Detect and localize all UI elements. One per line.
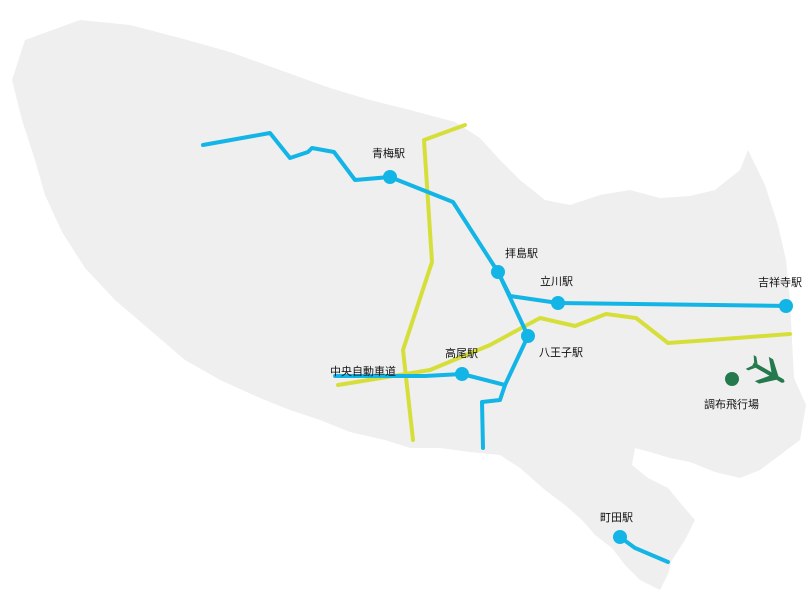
station-takao-label: 高尾駅 xyxy=(445,346,478,360)
airport-label: 調布飛行場 xyxy=(704,397,759,411)
station-hachioji-label: 八王子駅 xyxy=(539,346,583,359)
land-area xyxy=(12,20,806,590)
station-tachikawa-marker[interactable] xyxy=(551,296,565,310)
station-ome-marker[interactable] xyxy=(383,170,397,184)
highway-label: 中央自動車道 xyxy=(330,364,396,378)
station-haijima-label: 拝島駅 xyxy=(505,246,538,260)
station-hachioji-marker[interactable] xyxy=(521,329,535,343)
station-haijima-marker[interactable] xyxy=(491,265,505,279)
station-tachikawa-label: 立川駅 xyxy=(540,274,573,288)
station-kichijoji-label: 吉祥寺駅 xyxy=(758,275,802,289)
station-machida-label: 町田駅 xyxy=(600,511,633,524)
station-ome-label: 青梅駅 xyxy=(372,146,405,160)
stations xyxy=(383,170,793,544)
airport-marker[interactable] xyxy=(725,372,739,386)
station-takao-marker[interactable] xyxy=(455,367,469,381)
station-machida-marker[interactable] xyxy=(613,530,627,544)
station-kichijoji-marker[interactable] xyxy=(779,299,793,313)
highway-chuo xyxy=(336,123,792,442)
airplane-icon xyxy=(745,355,785,384)
